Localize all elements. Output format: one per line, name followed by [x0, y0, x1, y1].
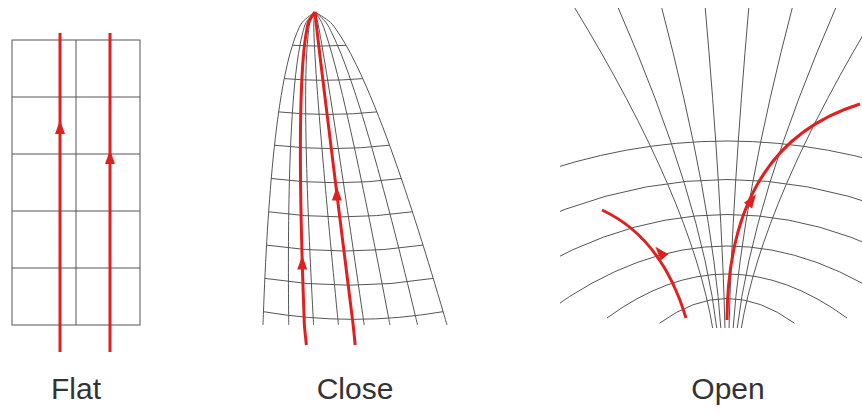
panel-label: Flat: [51, 372, 101, 406]
open-grid: [560, 8, 862, 328]
flat-grid: [12, 40, 140, 325]
open-geodesics: [602, 104, 860, 320]
closed-grid: [263, 12, 447, 325]
flat-geodesics: [55, 33, 115, 352]
panel-label: Close: [317, 372, 394, 406]
panel-label: Open: [691, 372, 764, 406]
closed-geodesics: [297, 12, 355, 345]
